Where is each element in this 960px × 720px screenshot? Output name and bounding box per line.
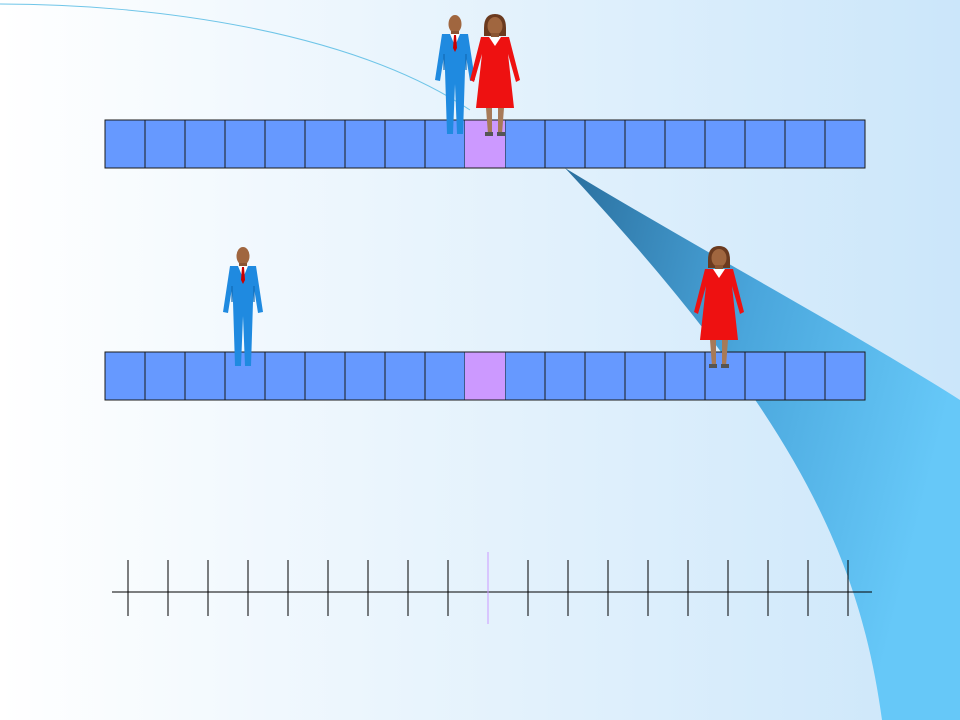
cell-highlight-fill (465, 352, 505, 400)
cell (784, 351, 826, 401)
cell (424, 351, 466, 401)
cell (824, 351, 866, 401)
cell (184, 351, 226, 401)
cell (544, 351, 586, 401)
cell-row-together (104, 14, 866, 169)
swoosh-decoration (565, 168, 960, 720)
cell (384, 351, 426, 401)
cell (304, 119, 346, 169)
cell (624, 351, 666, 401)
cell (624, 119, 666, 169)
cell (744, 119, 786, 169)
cell (264, 351, 306, 401)
cell (144, 351, 186, 401)
cell-row-apart (104, 246, 866, 401)
number-line (112, 552, 872, 624)
cell (504, 351, 546, 401)
cell (704, 119, 746, 169)
cell (224, 119, 266, 169)
cell (104, 351, 146, 401)
cell (664, 351, 706, 401)
cell (104, 119, 146, 169)
row-frame (104, 351, 866, 401)
cell (384, 119, 426, 169)
cell (824, 119, 866, 169)
cell (344, 119, 386, 169)
cell (344, 351, 386, 401)
cell (184, 119, 226, 169)
cell (584, 119, 626, 169)
cell (544, 119, 586, 169)
cell (504, 119, 546, 169)
cell (304, 351, 346, 401)
cell (744, 351, 786, 401)
cell (584, 351, 626, 401)
cell (664, 119, 706, 169)
arc-line-decoration (0, 3, 471, 111)
cell (264, 119, 306, 169)
cell (144, 119, 186, 169)
cell (784, 119, 826, 169)
row-frame (104, 119, 866, 169)
